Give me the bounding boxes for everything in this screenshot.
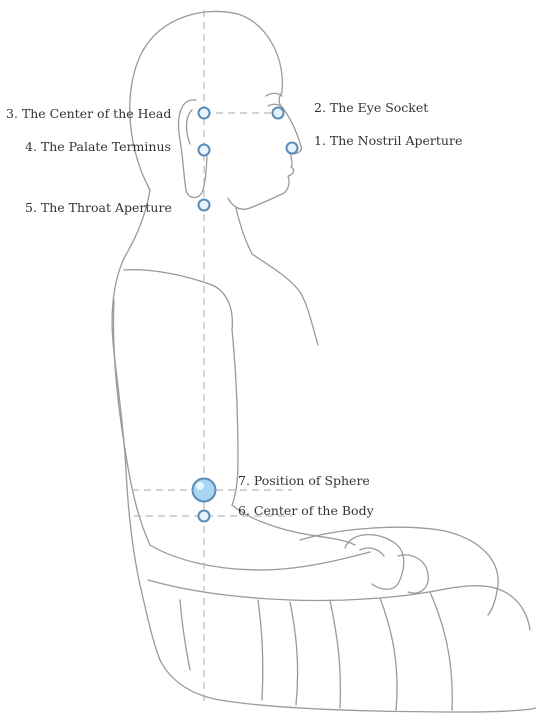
forearm-outline (150, 545, 370, 570)
chest-outline (252, 254, 318, 345)
robe-fold-4 (380, 598, 397, 710)
point-sphere-highlight (196, 482, 204, 490)
base-outline (160, 660, 536, 712)
label-head-center: 3. The Center of the Head (6, 106, 171, 121)
point-nostril (287, 143, 298, 154)
label-palate: 4. The Palate Terminus (25, 139, 171, 154)
robe-fold-2 (290, 602, 298, 705)
points (193, 108, 298, 522)
shoulder-curve (124, 270, 232, 330)
robe-fold-1 (258, 600, 263, 700)
label-body-center: 6. Center of the Body (238, 503, 375, 518)
point-sphere (193, 479, 216, 502)
upper-arm-back (113, 300, 150, 545)
ear-inner (187, 110, 193, 144)
point-body-center (199, 511, 210, 522)
robe-fold-6 (180, 600, 190, 670)
point-palate (199, 145, 210, 156)
label-eye: 2. The Eye Socket (314, 100, 428, 115)
robe-fold-3 (330, 600, 340, 708)
labels: 1. The Nostril Aperture 2. The Eye Socke… (6, 100, 462, 518)
lap-outline (148, 580, 530, 630)
thumb-outline (360, 548, 384, 556)
point-throat (199, 200, 210, 211)
neck-front (236, 208, 252, 254)
robe-fold-5 (430, 592, 452, 710)
back-outline (112, 258, 160, 660)
point-head-center (199, 108, 210, 119)
label-nostril: 1. The Nostril Aperture (314, 133, 462, 148)
hands-outline (345, 535, 404, 590)
label-throat: 5. The Throat Aperture (25, 200, 172, 215)
seated-figure-outline (112, 11, 536, 712)
point-eye (273, 108, 284, 119)
label-sphere: 7. Position of Sphere (238, 473, 370, 488)
